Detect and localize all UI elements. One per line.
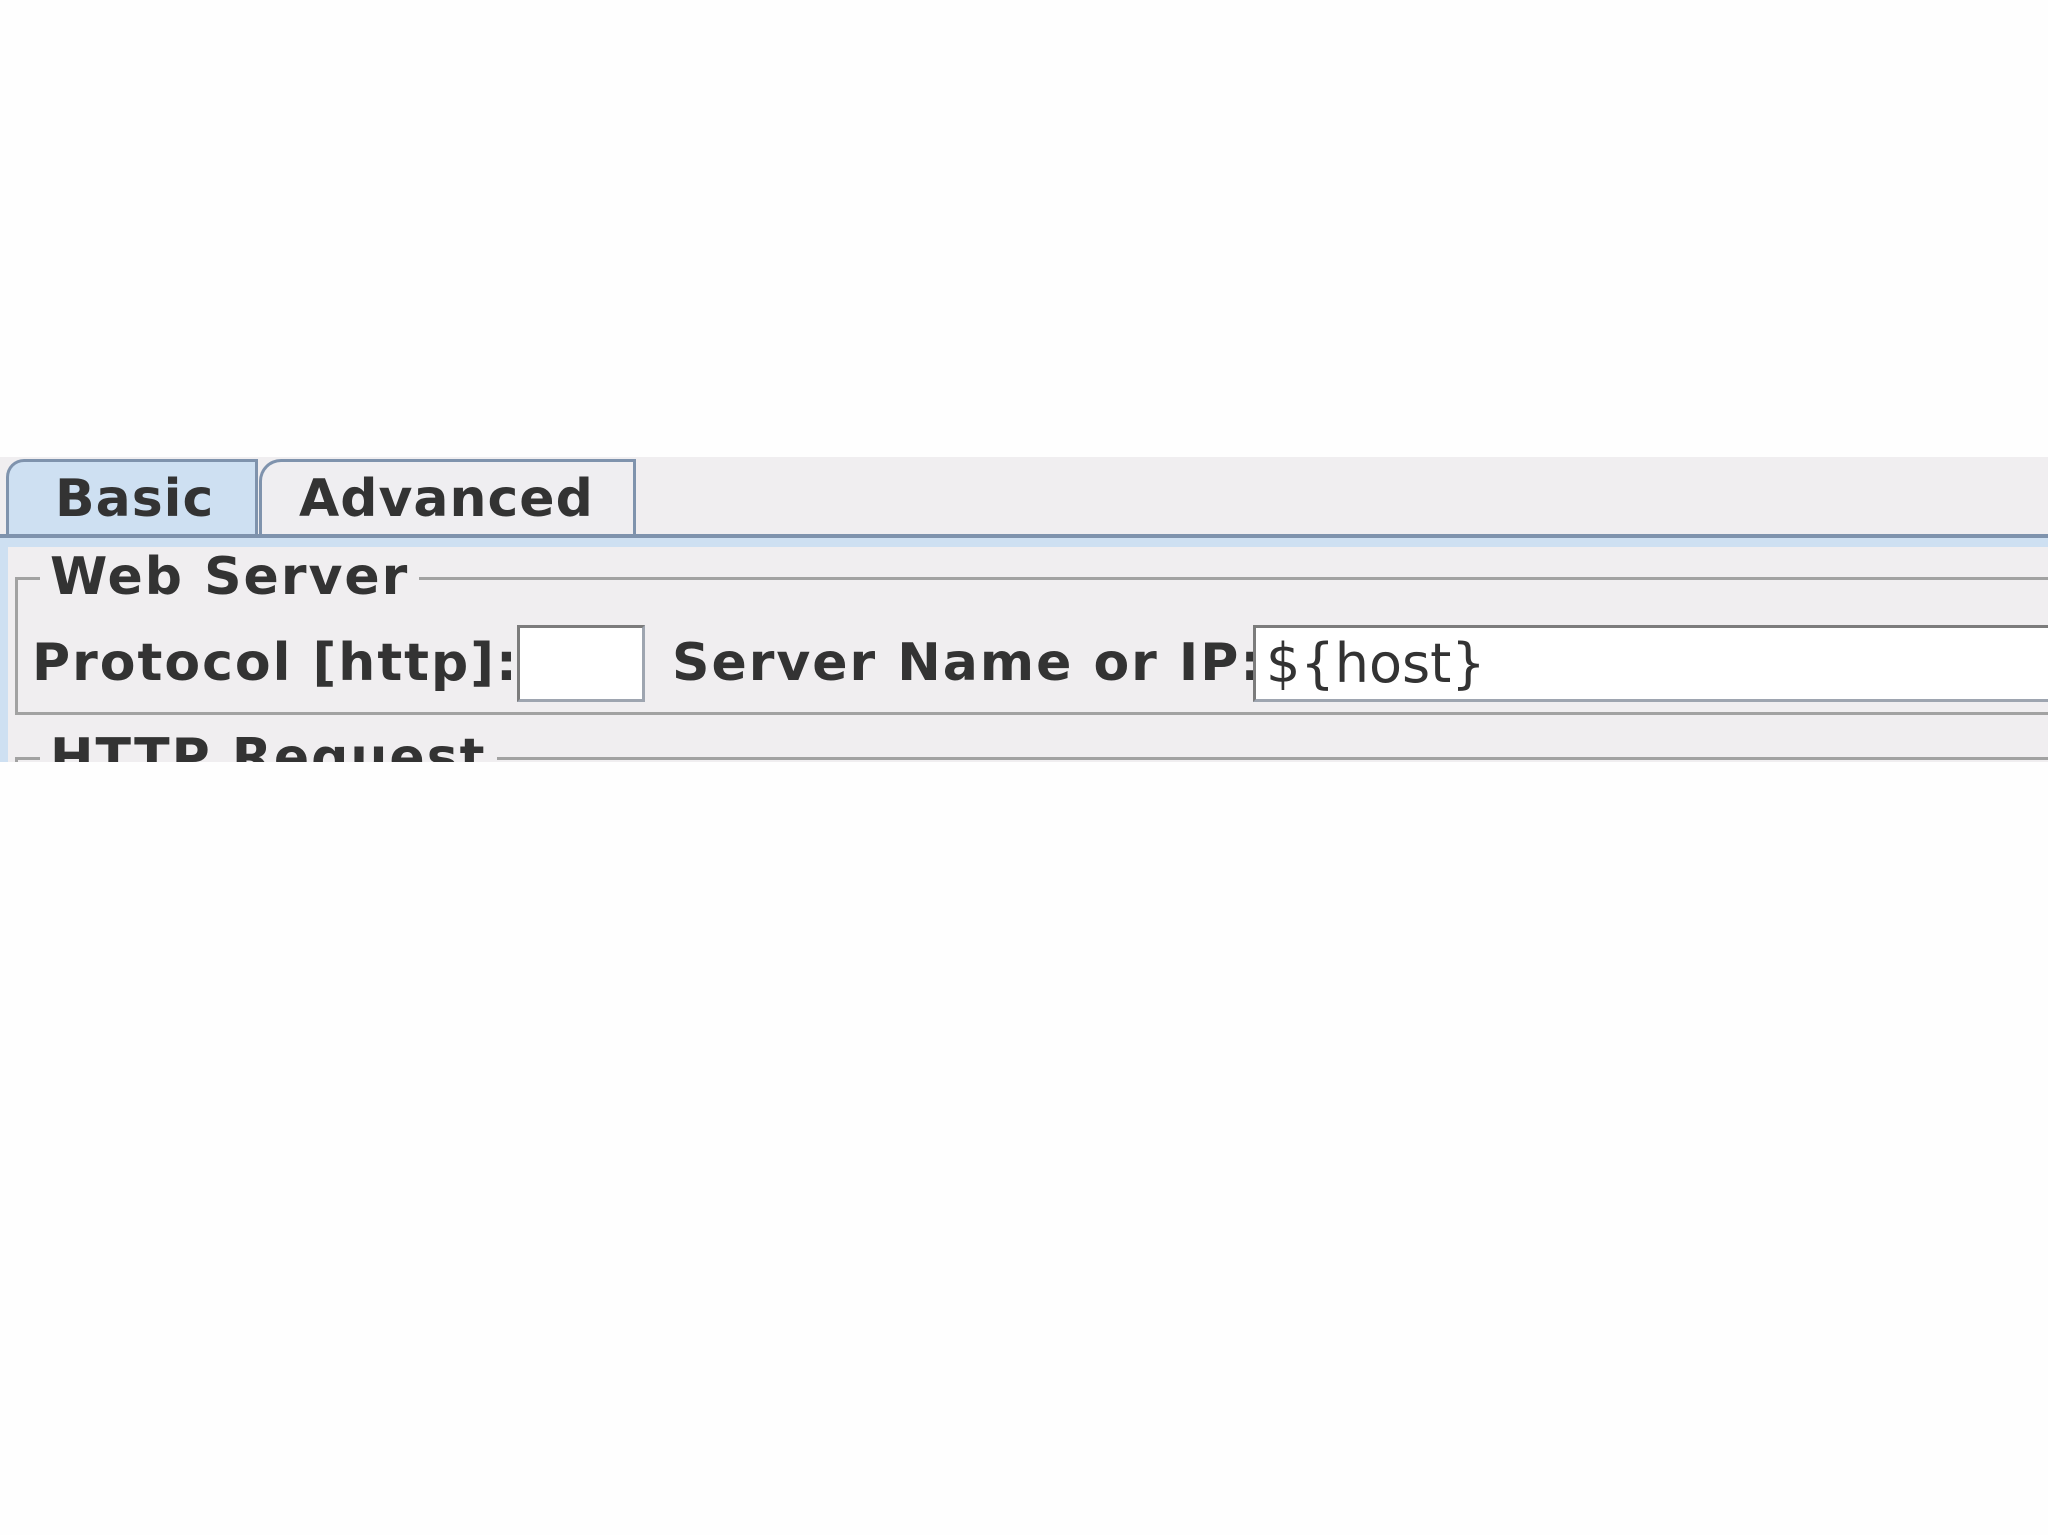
http-request-legend: HTTP Request	[40, 728, 497, 762]
selected-tab-band	[0, 538, 2048, 547]
http-sampler-panel: Basic Advanced Web Server Protocol [http…	[0, 457, 2048, 762]
selected-tab-edge	[0, 538, 8, 762]
tab-underline	[0, 534, 2048, 538]
server-name-input[interactable]	[1253, 625, 2048, 702]
tab-advanced[interactable]: Advanced	[259, 459, 636, 534]
web-server-group: Web Server	[15, 547, 2048, 715]
protocol-input[interactable]	[517, 625, 645, 702]
tab-basic[interactable]: Basic	[6, 459, 258, 534]
server-name-label: Server Name or IP:	[672, 633, 1264, 693]
protocol-label: Protocol [http]:	[32, 633, 519, 693]
http-request-group: HTTP Request	[15, 728, 2048, 762]
web-server-legend: Web Server	[40, 547, 420, 607]
